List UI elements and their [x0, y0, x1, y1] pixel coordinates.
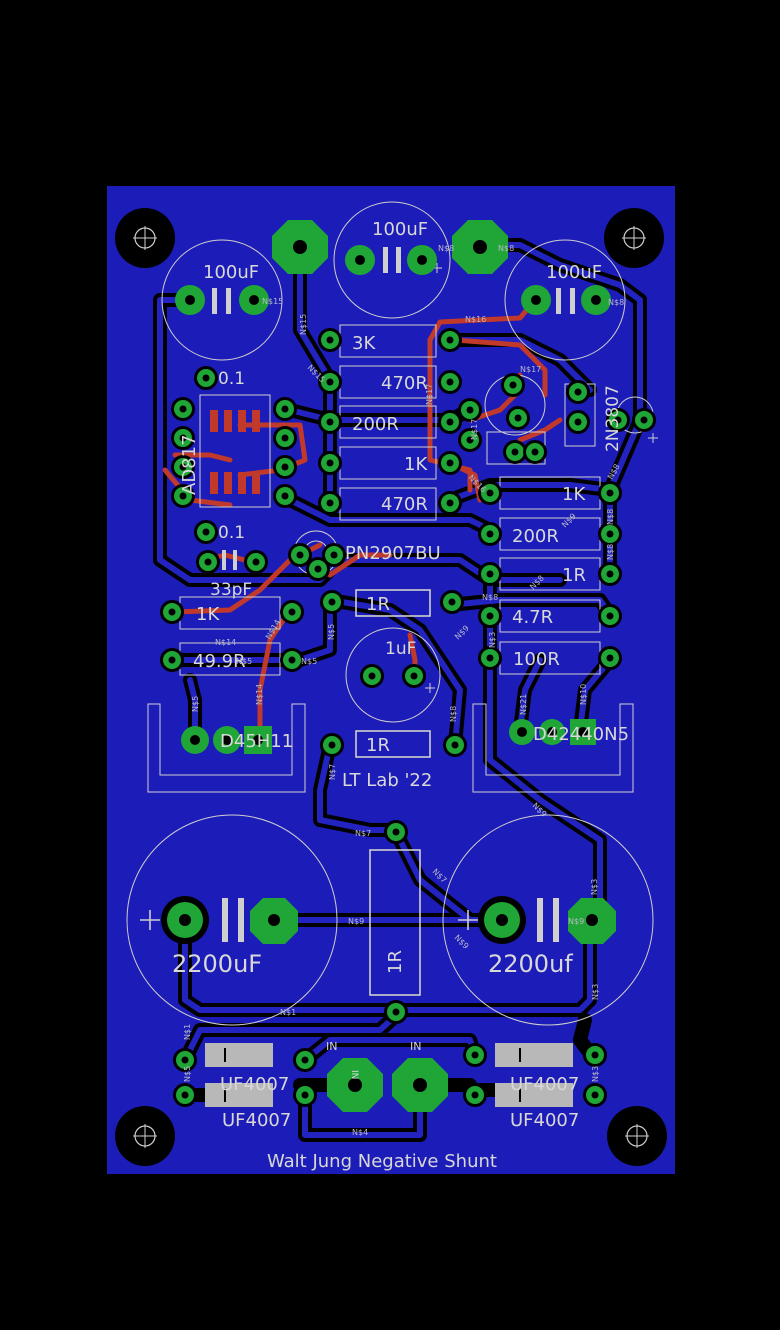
net-label: N$8 — [498, 244, 514, 253]
net-label: N$17 — [520, 365, 541, 374]
net-label: N$3 — [591, 984, 600, 1000]
label-r-1r-c: 1R — [366, 735, 390, 756]
mounting-hole-icon — [115, 1106, 175, 1166]
label-r-49-9r: 49.9R — [193, 651, 246, 672]
net-label: N$5 — [191, 696, 200, 712]
label-r-1r-big: 1R — [385, 950, 406, 974]
pad-large — [327, 1058, 383, 1112]
net-label: N$4 — [352, 1128, 368, 1137]
label-r-1k-c: 1K — [196, 604, 220, 625]
label-in-mid: IN — [349, 1070, 359, 1079]
net-label: N$8 — [608, 298, 624, 307]
label-r-4-7r: 4.7R — [512, 607, 553, 628]
net-label: N$8 — [606, 509, 615, 525]
net-label: N$7 — [328, 764, 337, 780]
net-label: N$9 — [348, 917, 364, 926]
net-label: N$3 — [591, 1066, 600, 1082]
label-r-1r-a: 1R — [562, 565, 586, 586]
label-c-100uf-left: 100uF — [203, 262, 259, 283]
label-d-42440n5: D42440N5 — [533, 724, 629, 745]
net-label: N$14 — [215, 638, 236, 647]
label-c-1uf: 1uF — [385, 639, 416, 659]
net-label: N$8 — [438, 244, 454, 253]
net-label: N$15 — [262, 297, 283, 306]
label-q-pn2907bu: PN2907BU — [345, 543, 441, 564]
lab-tag: LT Lab '22 — [342, 770, 432, 791]
net-label: N$8 — [449, 706, 458, 722]
label-d-uf4007-2: UF4007 — [222, 1110, 291, 1131]
label-u-ad817: AD817 — [179, 434, 200, 495]
label-r-200r-a: 200R — [352, 414, 399, 435]
silkscreen-outlines — [126, 201, 658, 1107]
mounting-holes — [115, 208, 667, 1166]
label-c-100uf-right: 100uF — [546, 262, 602, 283]
label-r-1k-b: 1K — [562, 484, 586, 505]
label-r-100r: 100R — [513, 649, 560, 670]
net-label: N$10 — [579, 684, 588, 705]
net-label: N$3 — [488, 632, 497, 648]
mounting-hole-icon — [115, 208, 175, 268]
pad-large — [452, 220, 508, 274]
net-label: N$5 — [301, 657, 317, 666]
net-label: N$1 — [280, 1008, 296, 1017]
net-label: N$9 — [568, 917, 584, 926]
net-label: N$3 — [590, 879, 599, 895]
label-c-2200uf-right: 2200uf — [488, 950, 573, 978]
net-label: N$5 — [236, 657, 252, 666]
label-r-470r-b: 470R — [381, 494, 428, 515]
mounting-hole-icon — [607, 1106, 667, 1166]
label-r-200r-b: 200R — [512, 526, 559, 547]
net-label: N$5 — [327, 624, 336, 640]
net-label: N$15 — [299, 314, 308, 335]
net-label: N$1 — [183, 1024, 192, 1040]
label-c-01-bottom: 0.1 — [218, 523, 245, 543]
net-label: N$7 — [355, 829, 371, 838]
label-d-45411: D45H11 — [220, 731, 293, 752]
small-pads — [160, 328, 656, 1107]
pad-large — [392, 1058, 448, 1112]
ic-smd-pads — [210, 410, 260, 494]
plus-icon — [140, 263, 658, 930]
net-label: N$16 — [465, 315, 486, 324]
net-label: N$17 — [425, 384, 434, 405]
label-d-uf4007-3: UF4007 — [510, 1074, 579, 1095]
label-r-1k-a: 1K — [404, 454, 428, 475]
net-label: N$14 — [255, 684, 264, 705]
label-in-right: IN — [410, 1040, 421, 1053]
label-r-470r-a: 470R — [381, 373, 428, 394]
label-c-33pf: 33pF — [210, 580, 252, 600]
net-label: N$8 — [606, 544, 615, 560]
label-c-100uf-top: 100uF — [372, 219, 428, 240]
pads — [161, 220, 616, 1112]
net-label: N$21 — [519, 694, 528, 715]
component-labels: 100uF 100uF 100uF 0.1 0.1 33pF 3K 470R 2… — [172, 219, 629, 1172]
net-label: N$5 — [183, 1066, 192, 1082]
label-r-1r-b: 1R — [366, 594, 390, 615]
label-in-left: IN — [326, 1040, 337, 1053]
label-c-01-top: 0.1 — [218, 369, 245, 389]
label-r-3k: 3K — [352, 333, 376, 354]
label-c-2200uf-left: 2200uF — [172, 950, 262, 978]
label-q-2n3807: 2N3807 — [603, 385, 623, 452]
label-d-uf4007-1: UF4007 — [220, 1074, 289, 1095]
net-label: N$8 — [482, 593, 498, 602]
label-d-uf4007-4: UF4007 — [510, 1110, 579, 1131]
board-title: Walt Jung Negative Shunt — [267, 1151, 497, 1172]
net-label: N$17 — [470, 419, 479, 440]
pad-large — [272, 220, 328, 274]
mounting-hole-icon — [604, 208, 664, 268]
